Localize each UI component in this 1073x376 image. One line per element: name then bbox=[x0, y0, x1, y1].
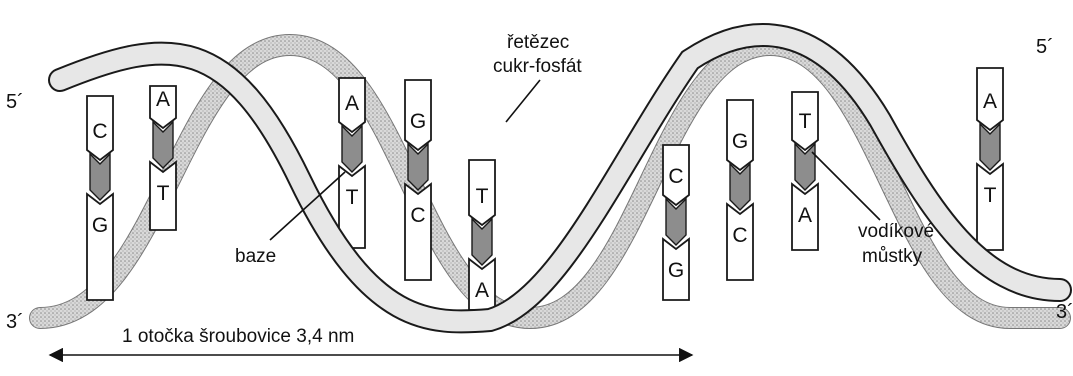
base-pair-2: AT bbox=[150, 86, 176, 230]
base-bottom bbox=[405, 184, 431, 280]
base-letter-top: T bbox=[799, 110, 812, 133]
hydrogen-bonds-label-line2: můstky bbox=[862, 246, 923, 267]
base-letter-bottom: T bbox=[984, 184, 997, 207]
turn-length-annotation: 1 otočka šroubovice 3,4 nm bbox=[50, 326, 692, 355]
turn-length-label: 1 otočka šroubovice 3,4 nm bbox=[122, 326, 354, 347]
base-bottom bbox=[87, 194, 113, 300]
base-letter-bottom: G bbox=[668, 259, 684, 282]
bases-label: baze bbox=[235, 246, 276, 267]
base-pair-3: AT bbox=[339, 78, 365, 248]
base-pair-9: AT bbox=[977, 68, 1003, 250]
base-pair-8: TA bbox=[792, 92, 818, 250]
base-letter-top: T bbox=[476, 185, 489, 208]
base-letter-top: G bbox=[410, 110, 426, 133]
base-letter-bottom: A bbox=[475, 279, 489, 302]
base-letter-bottom: C bbox=[410, 204, 425, 227]
base-letter-top: C bbox=[92, 120, 107, 143]
strand-end-label-bottom-right: 3´ bbox=[1056, 301, 1073, 323]
hydrogen-bonds-label-line1: vodíkové bbox=[858, 221, 934, 242]
base-letter-top: G bbox=[732, 130, 748, 153]
strand-end-label-top-left: 5´ bbox=[6, 91, 24, 113]
strand-end-label-bottom-left: 3´ bbox=[6, 311, 24, 333]
base-letter-top: A bbox=[156, 88, 170, 111]
base-pair-1: CG bbox=[87, 96, 113, 300]
base-pair-6: CG bbox=[663, 145, 689, 300]
backbone-label-line1: řetězec bbox=[507, 32, 569, 53]
base-letter-bottom: A bbox=[798, 204, 812, 227]
base-letter-top: C bbox=[668, 165, 683, 188]
base-letter-top: A bbox=[983, 90, 997, 113]
base-letter-bottom: G bbox=[92, 214, 108, 237]
base-pair-5: TA bbox=[469, 160, 495, 310]
base-letter-top: A bbox=[345, 92, 359, 115]
base-pair-7: GC bbox=[727, 100, 753, 280]
backbone-label-line2: cukr-fosfát bbox=[493, 56, 582, 77]
base-letter-bottom: C bbox=[732, 224, 747, 247]
base-letter-bottom: T bbox=[346, 186, 359, 209]
base-bottom bbox=[977, 164, 1003, 250]
strand-end-label-top-right: 5´ bbox=[1036, 36, 1054, 58]
backbone-annotation: řetězec cukr-fosfát bbox=[493, 32, 582, 122]
base-pair-4: GC bbox=[405, 80, 431, 280]
front-strand bbox=[60, 35, 1060, 321]
backbone-leader-line bbox=[506, 80, 540, 122]
base-letter-bottom: T bbox=[157, 182, 170, 205]
